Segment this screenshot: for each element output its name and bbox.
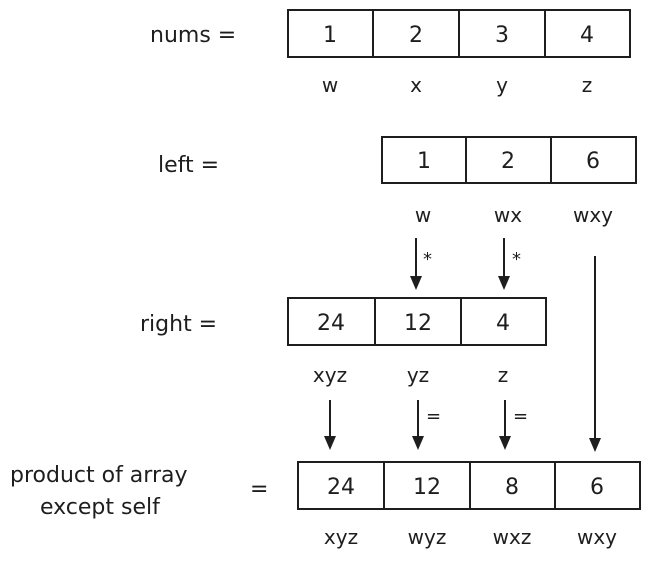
result-equals: = — [250, 477, 268, 502]
cell-annotation: z — [498, 363, 509, 387]
nums-array: 1 2 3 4 — [287, 9, 631, 58]
cell-annotation: y — [496, 73, 508, 97]
array-cell: 12 — [413, 475, 441, 500]
left-label: left = — [158, 153, 219, 178]
array-cell: 2 — [409, 23, 423, 48]
array-cell: 1 — [417, 149, 431, 174]
nums-label: nums = — [150, 23, 236, 48]
array-cell: 4 — [496, 311, 510, 336]
cell-annotation: z — [582, 73, 593, 97]
array-cell: 2 — [501, 149, 515, 174]
arrow-down-icon — [410, 238, 422, 290]
arrow-down-icon — [412, 400, 424, 450]
result-label-line2: except self — [40, 495, 161, 520]
arrow-down-icon — [589, 256, 601, 452]
left-array: 1 2 6 — [381, 136, 637, 184]
cell-annotation: yz — [407, 363, 429, 387]
array-cell: 12 — [404, 311, 432, 336]
result-label-line1: product of array — [10, 463, 188, 488]
cell-annotation: wxy — [577, 525, 617, 549]
cell-annotation: w — [322, 73, 338, 97]
cell-annotation: xyz — [313, 363, 347, 387]
arrow-down-icon — [324, 400, 336, 450]
cell-annotation: wyz — [408, 525, 447, 549]
cell-annotation: wxz — [493, 525, 532, 549]
array-cell: 3 — [495, 23, 509, 48]
right-label: right = — [140, 312, 217, 337]
right-array: 24 12 4 — [287, 297, 547, 346]
cell-annotation: xyz — [324, 525, 358, 549]
multiply-operator: * — [423, 249, 432, 270]
cell-annotation: wx — [494, 203, 522, 227]
cell-annotation: x — [410, 73, 422, 97]
array-cell: 24 — [327, 475, 355, 500]
array-cell: 24 — [317, 311, 345, 336]
multiply-operator: * — [512, 249, 521, 270]
result-array: 24 12 8 6 — [297, 461, 641, 510]
equals-operator: = — [426, 406, 441, 427]
array-cell: 6 — [586, 149, 600, 174]
array-cell: 6 — [590, 475, 604, 500]
array-cell: 4 — [580, 23, 594, 48]
arrow-down-icon — [499, 400, 511, 450]
equals-operator: = — [513, 406, 528, 427]
array-cell: 8 — [505, 475, 519, 500]
array-cell: 1 — [323, 23, 337, 48]
cell-annotation: wxy — [573, 203, 613, 227]
cell-annotation: w — [415, 203, 431, 227]
arrow-down-icon — [498, 238, 510, 290]
